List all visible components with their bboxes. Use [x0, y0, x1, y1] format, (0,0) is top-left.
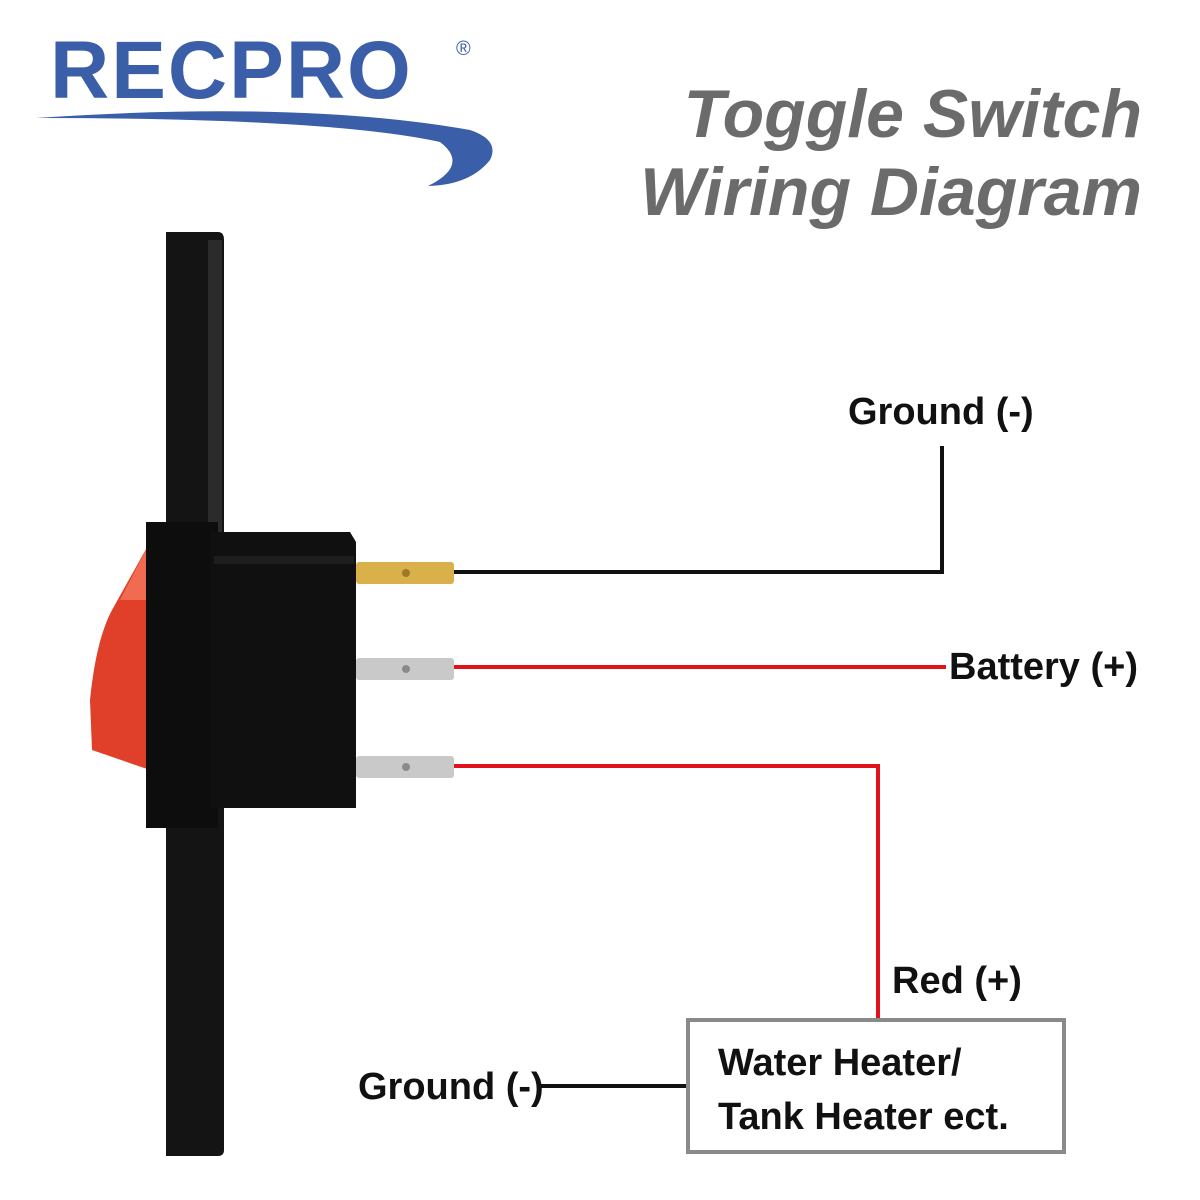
diagram-title-line-1: Toggle Switch: [683, 76, 1142, 152]
switch-front-housing: [146, 522, 218, 828]
switch-body: [210, 532, 356, 808]
load-box: Water Heater/ Tank Heater ect.: [686, 1018, 1066, 1154]
label-ground-bottom: Ground (-): [358, 1066, 544, 1108]
label-battery: Battery (+): [949, 646, 1138, 688]
load-box-line-2: Tank Heater ect.: [718, 1096, 1009, 1138]
label-ground-top: Ground (-): [848, 391, 1034, 433]
diagram-title-line-2: Wiring Diagram: [640, 154, 1142, 230]
recpro-logo-text: RECPRO: [50, 25, 413, 116]
registered-mark: ®: [456, 38, 471, 60]
label-red: Red (+): [892, 960, 1022, 1002]
ground-wire-top: [454, 446, 944, 574]
logo-swoosh: [36, 111, 493, 186]
red-load-wire: [454, 764, 880, 1018]
load-box-line-1: Water Heater/: [718, 1042, 962, 1084]
